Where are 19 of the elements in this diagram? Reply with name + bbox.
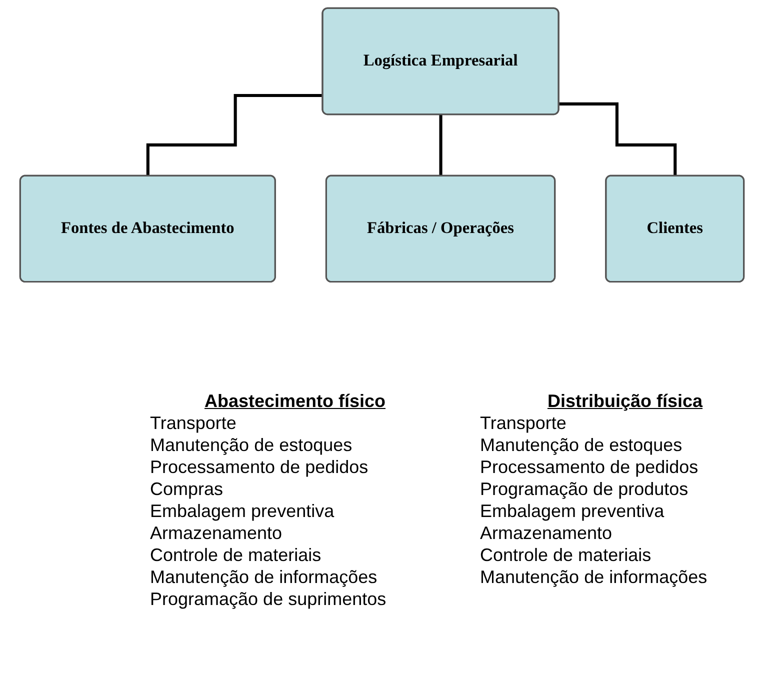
list-item: Programação de produtos [480,478,688,500]
list-item: Transporte [480,412,566,434]
list-item: Controle de materiais [150,544,322,566]
list-item: Armazenamento [480,522,612,544]
list-item: Controle de materiais [480,544,652,566]
list-item: Programação de suprimentos [150,588,386,610]
list-item: Transporte [150,412,236,434]
list-item: Embalagem preventiva [150,500,334,522]
list-item: Processamento de pedidos [480,456,698,478]
list-item: Compras [150,478,224,500]
list-item: Manutenção de estoques [150,434,352,456]
list-item: Manutenção de estoques [480,434,682,456]
list-item: Processamento de pedidos [150,456,368,478]
list-item: Manutenção de informações [150,566,378,588]
list-item: Armazenamento [150,522,282,544]
list-item: Manutenção de informações [480,566,708,588]
column-heading: Abastecimento físico [204,390,386,412]
column-heading: Distribuição física [547,390,703,412]
list-item: Embalagem preventiva [480,500,664,522]
